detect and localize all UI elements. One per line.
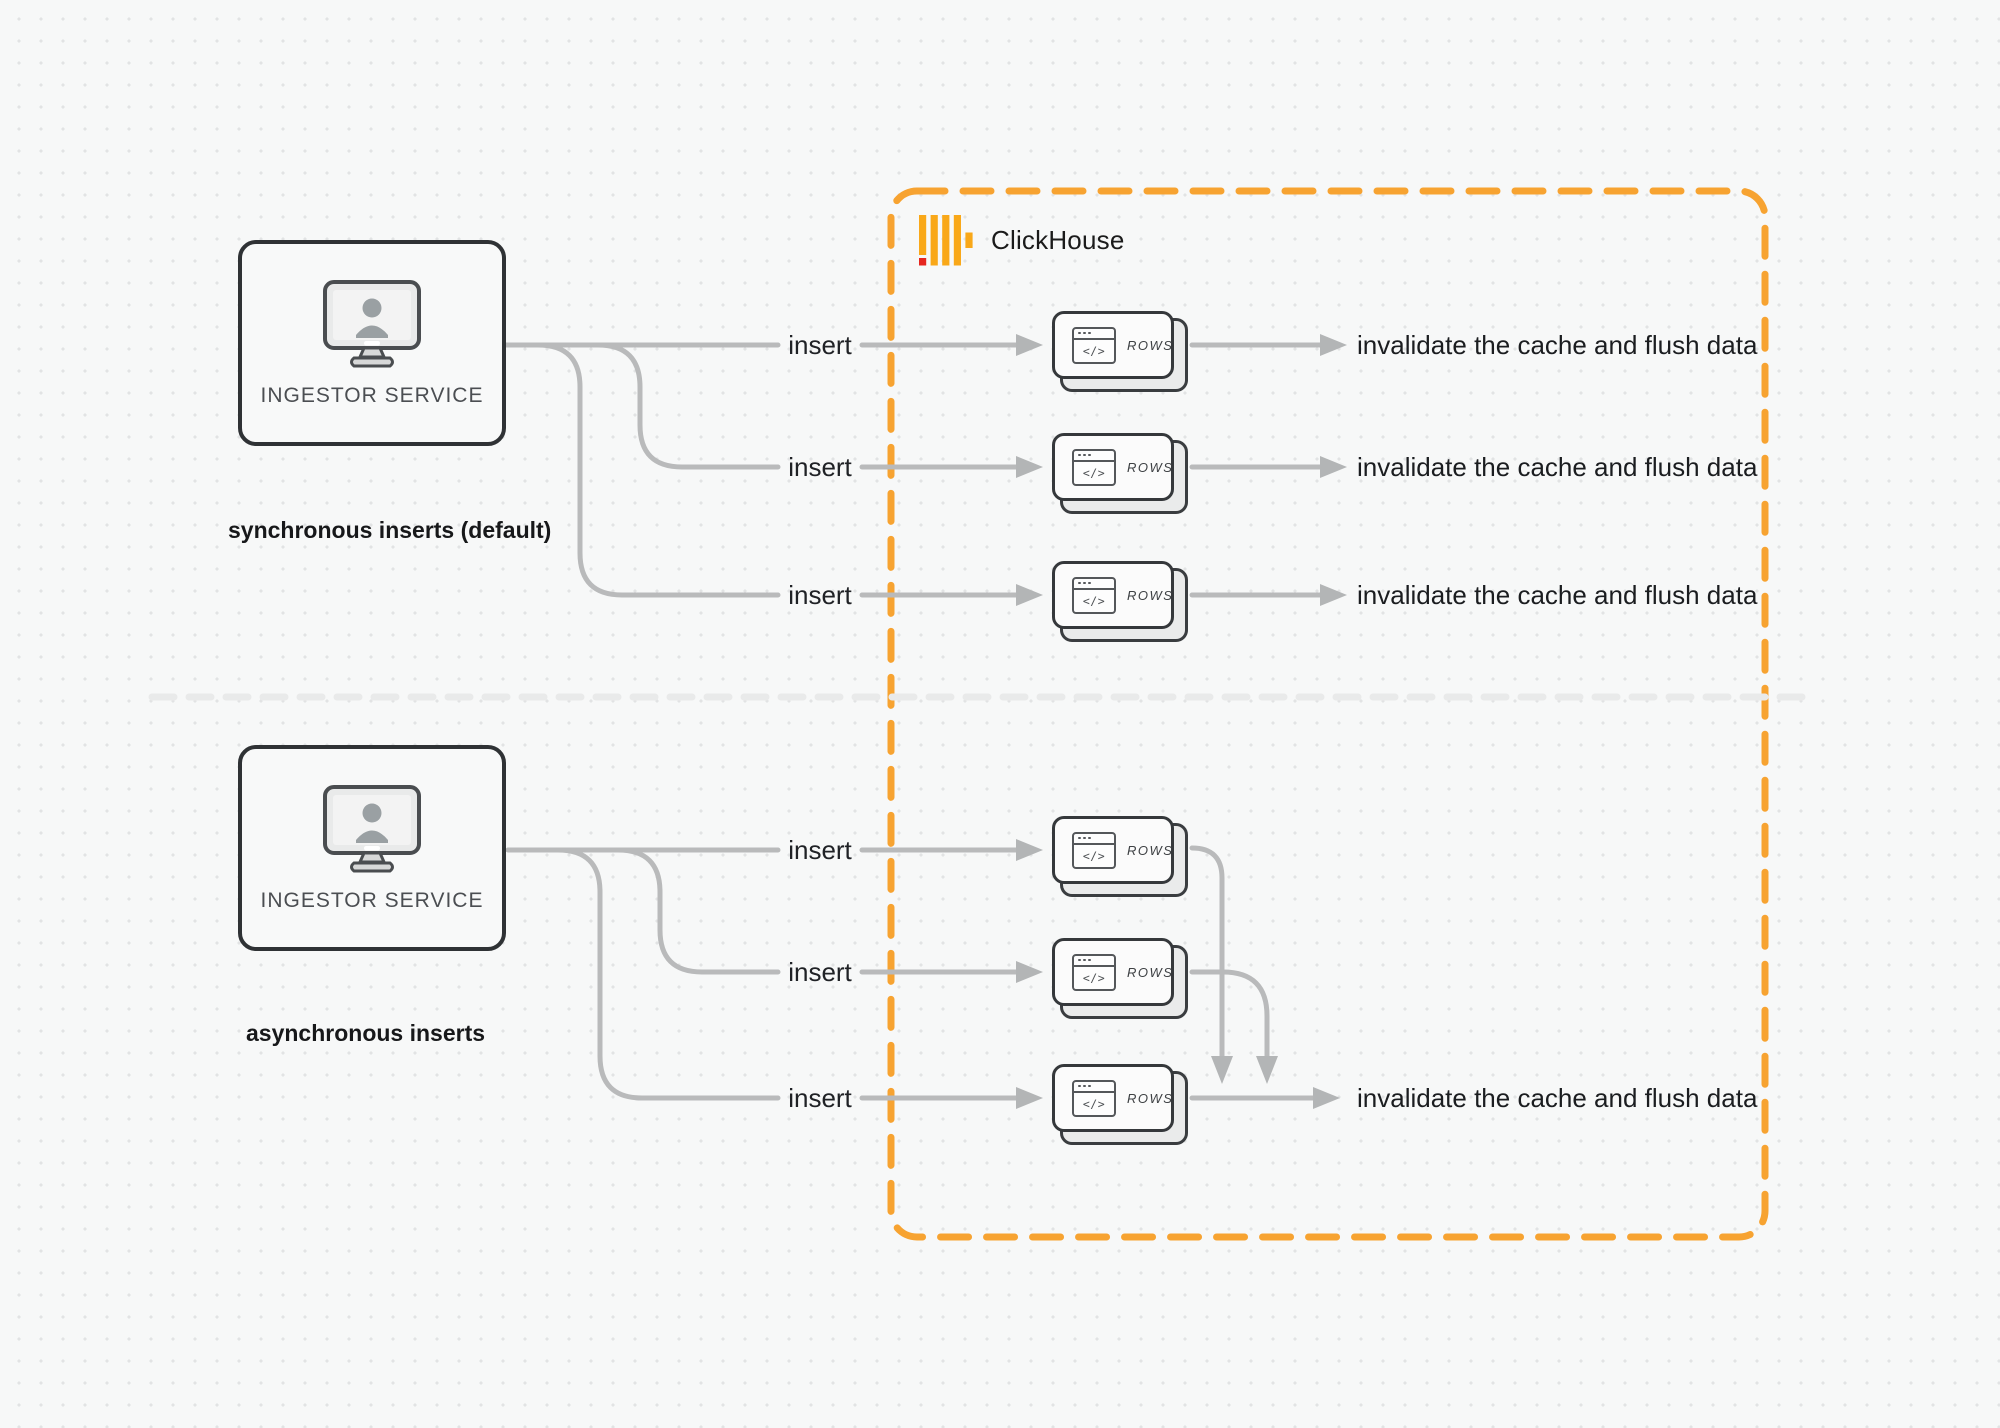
rows-card-label: ROWS xyxy=(1127,842,1174,858)
insert-label: insert xyxy=(788,1083,852,1113)
async-ingestor-label: INGESTOR SERVICE xyxy=(260,889,484,912)
rows-card-label: ROWS xyxy=(1127,1090,1174,1106)
rows-card: </> ROWS xyxy=(1052,1064,1188,1145)
clickhouse-panel-border xyxy=(887,187,1769,1241)
rows-card: </> ROWS xyxy=(1052,311,1188,392)
monitor-user-icon xyxy=(323,785,421,873)
result-label: invalidate the cache and flush data xyxy=(1357,1083,1758,1113)
insert-label: insert xyxy=(788,957,852,987)
insert-label: insert xyxy=(788,580,852,610)
clickhouse-brand-label: ClickHouse xyxy=(991,224,1125,255)
window-code-icon: </> xyxy=(1072,576,1116,614)
sync-section-caption: synchronous inserts (default) xyxy=(228,517,552,543)
rows-card-label: ROWS xyxy=(1127,964,1174,980)
arrowheads xyxy=(1016,334,1347,1109)
rows-card-label: ROWS xyxy=(1127,337,1174,353)
insert-label: insert xyxy=(788,330,852,360)
insert-label: insert xyxy=(788,835,852,865)
clickhouse-logo-icon xyxy=(919,215,973,266)
result-label: invalidate the cache and flush data xyxy=(1357,452,1758,482)
insert-label: insert xyxy=(788,452,852,482)
window-code-icon: </> xyxy=(1072,1079,1116,1117)
rows-card: </> ROWS xyxy=(1052,816,1188,897)
async-ingestor-service-box: INGESTOR SERVICE xyxy=(238,745,506,951)
rows-card-label: ROWS xyxy=(1127,587,1174,603)
window-code-icon: </> xyxy=(1072,448,1116,486)
async-section-caption: asynchronous inserts xyxy=(246,1020,486,1046)
connectors xyxy=(502,342,1325,1101)
window-code-icon: </> xyxy=(1072,953,1116,991)
window-code-icon: </> xyxy=(1072,831,1116,869)
rows-card-label: ROWS xyxy=(1127,459,1174,475)
monitor-user-icon xyxy=(323,280,421,368)
result-label: invalidate the cache and flush data xyxy=(1357,580,1758,610)
sync-ingestor-label: INGESTOR SERVICE xyxy=(260,384,484,407)
sync-ingestor-service-box: INGESTOR SERVICE xyxy=(238,240,506,446)
rows-card: </> ROWS xyxy=(1052,433,1188,514)
rows-card: </> ROWS xyxy=(1052,938,1188,1019)
rows-card: </> ROWS xyxy=(1052,561,1188,642)
window-code-icon: </> xyxy=(1072,326,1116,364)
result-label: invalidate the cache and flush data xyxy=(1357,330,1758,360)
clickhouse-header: ClickHouse xyxy=(919,214,1125,266)
